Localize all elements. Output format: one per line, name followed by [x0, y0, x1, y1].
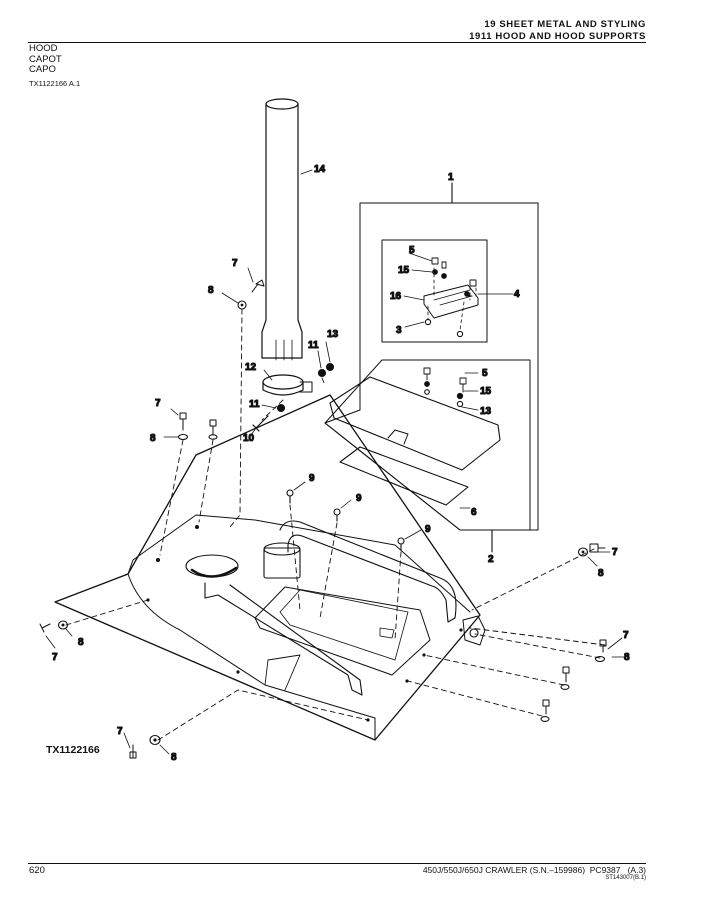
gasket-6 [339, 446, 469, 506]
callout-9-c: 9 [425, 524, 431, 535]
footer-model: 450J/550J/650J CRAWLER (S.N.–159986) [422, 865, 586, 875]
cover-latch [387, 429, 409, 445]
footer-code: ST143007(B.1) [605, 875, 646, 881]
exhaust-hole [185, 554, 239, 578]
bolt-7-right-top [589, 543, 606, 553]
callout-11-upper: 11 [308, 340, 319, 351]
assembly-4-hardware [424, 257, 477, 338]
access-tray [254, 586, 431, 676]
figure-id: TX1122166 [46, 744, 100, 756]
cover-panel [329, 376, 501, 471]
group-title: 1911 HOOD AND HOOD SUPPORTS [469, 31, 646, 42]
figure-reference: TX1122166 A.1 [29, 79, 81, 88]
callout-7-mid-left: 7 [52, 652, 58, 663]
bolts-9 [286, 489, 405, 551]
callout-8-upper: 8 [208, 285, 214, 296]
callout-8-left: 8 [150, 433, 156, 444]
callout-5-assembly-4: 5 [409, 245, 415, 256]
callout-5-assembly-2: 5 [482, 368, 488, 379]
bolt-7-mid-left [39, 623, 51, 633]
bolt-7-lower-left [129, 744, 137, 759]
clamp-bolt-boss [299, 381, 313, 393]
footer-catalog: PC9387 [589, 865, 621, 875]
bracket-16 [423, 284, 479, 319]
callout-7-upper: 7 [232, 258, 238, 269]
title-french: CAPOT [29, 53, 62, 65]
part-title-block: HOOD CAPOT CAPO [29, 43, 62, 76]
mounting-holes [146, 525, 463, 722]
callout-7-right-top: 7 [612, 547, 618, 558]
callout-10: 10 [243, 433, 255, 444]
callout-8-right-mid: 8 [624, 652, 630, 663]
exhaust-stack-top [265, 98, 299, 110]
callout-4: 4 [514, 289, 520, 300]
bolt-7-upper [251, 279, 265, 293]
callout-7-lower-left: 7 [117, 726, 123, 737]
exhaust-stack [261, 103, 303, 359]
callout-8-right-top: 8 [598, 568, 604, 579]
handrail-top [279, 520, 457, 623]
hood-side-edge [264, 654, 301, 691]
section-title: 19 SHEET METAL AND STYLING [484, 19, 646, 30]
callout-1: 1 [448, 172, 454, 183]
callout-13-assembly-2: 13 [480, 406, 492, 417]
assembly-4-box [381, 239, 488, 343]
access-slot [379, 627, 395, 639]
handrail-left [204, 582, 363, 696]
page-number: 620 [29, 865, 45, 876]
alignment-lines [65, 308, 606, 741]
nut-11-lower [276, 403, 286, 413]
callout-2: 2 [488, 554, 494, 565]
bolt-left-b [209, 419, 217, 435]
rear-bracket [462, 615, 486, 646]
title-english: HOOD [29, 43, 58, 54]
bolt-7-right-mid [599, 639, 607, 653]
footer-rule [28, 863, 646, 864]
nut-11-upper [317, 368, 327, 378]
washer-8-lower-left [149, 734, 161, 746]
rear-bracket-hole [469, 628, 479, 638]
exhaust-hole-shadow [190, 566, 238, 578]
assembly-2-hardware [423, 367, 467, 408]
callout-16: 16 [390, 291, 402, 302]
washer-8-mid-left [57, 620, 69, 630]
access-tray-inner [279, 589, 409, 661]
callout-12: 12 [245, 362, 257, 373]
callout-3: 3 [396, 325, 402, 336]
callout-11-lower: 11 [249, 399, 260, 410]
callout-8-mid-left: 8 [78, 637, 84, 648]
callout-14: 14 [314, 164, 326, 175]
clamp [262, 374, 304, 390]
hood-panel [54, 394, 481, 741]
exhaust-stack-slots [275, 339, 293, 361]
hood-front-lip [127, 573, 376, 741]
callout-15-assembly-2: 15 [480, 386, 492, 397]
title-spanish: CAPO [29, 64, 56, 75]
assembly-2-outline [324, 359, 531, 531]
bolt-7-left [179, 412, 187, 431]
washer-8-left [177, 433, 189, 441]
washer-8-right-mid [594, 655, 606, 663]
footer-line: 450J/550J/650J CRAWLER (S.N.–159986) PC9… [423, 865, 646, 875]
header-rule [28, 42, 646, 43]
callout-7-right-mid: 7 [623, 630, 629, 641]
footer-revision: (A.3) [627, 865, 646, 875]
exhaust-collar-top [263, 542, 301, 556]
washer-8-right-top [577, 547, 589, 557]
callout-6: 6 [471, 507, 477, 518]
callout-9-a: 9 [309, 473, 315, 484]
callout-7-left: 7 [155, 398, 161, 409]
assembly-1-outline [324, 202, 539, 531]
callout-13-upper: 13 [327, 329, 339, 340]
leader-lines [45, 169, 625, 755]
hood-top-edge [127, 514, 471, 613]
callout-15-assembly-4: 15 [398, 265, 410, 276]
washer-13 [325, 362, 335, 372]
exhaust-collar [263, 547, 301, 579]
callout-8-lower-left: 8 [171, 752, 177, 763]
callout-9-b: 9 [356, 493, 362, 504]
